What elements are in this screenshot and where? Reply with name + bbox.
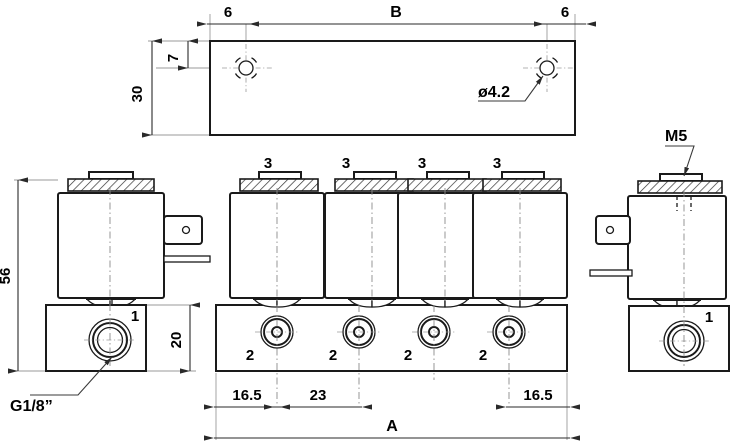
valve-knurl-band-2 xyxy=(334,178,414,192)
mounting-plate-outline xyxy=(209,40,576,136)
leader-thread-m5 xyxy=(665,145,695,177)
valve-port-label-3: 2 xyxy=(404,347,412,364)
mounting-hole-left xyxy=(234,57,258,79)
valve-cap-top-left xyxy=(88,171,134,180)
valve-cap-top-4 xyxy=(501,171,545,180)
left-view-group: 56 20 xyxy=(0,171,211,415)
valve-cap-top-3 xyxy=(426,171,470,180)
dim-label-overall-a: A xyxy=(386,418,398,435)
valve-assembly-1: 3 2 xyxy=(229,155,325,404)
connector-pin-hole-right xyxy=(605,225,615,235)
valve-knurl-band-1 xyxy=(239,178,319,192)
valve-coil-body-right xyxy=(627,195,727,300)
connector-tab-right xyxy=(589,269,633,277)
top-view-group: 6 B 6 30 7 xyxy=(129,4,596,138)
leader-hole-diameter xyxy=(478,75,544,102)
valve-knurl-band-4 xyxy=(482,178,562,192)
valve-top-label-1: 3 xyxy=(264,155,272,172)
valve-knurl-band-right xyxy=(637,180,723,194)
valve-assembly-3: 3 2 xyxy=(397,155,493,380)
callout-thread-g18: G1/8” xyxy=(10,398,53,415)
manifold-base-block xyxy=(215,304,568,372)
dim-label-height-30: 30 xyxy=(129,86,146,103)
center-view-group: 3 2 3 2 xyxy=(204,155,580,441)
connector-pin-hole-left xyxy=(181,225,191,235)
valve-cap-top-right xyxy=(659,173,703,182)
valve-top-label-3: 3 xyxy=(418,155,426,172)
dim-label-edge-left: 6 xyxy=(224,4,232,21)
dim-label-edge-right: 6 xyxy=(561,4,569,21)
dim-label-offset-7: 7 xyxy=(165,54,182,62)
valve-top-label-2: 3 xyxy=(342,155,350,172)
dim-label-last-offset: 16.5 xyxy=(523,387,552,404)
valve-cap-top-1 xyxy=(258,171,302,180)
port-label-1-right: 1 xyxy=(705,309,713,326)
dim-label-first-offset: 16.5 xyxy=(232,387,261,404)
callout-hole-diameter: ø4.2 xyxy=(478,84,510,101)
valve-port-label-1: 2 xyxy=(246,347,254,364)
valve-knurl-band-left xyxy=(67,178,155,192)
valve-assembly-2: 3 2 xyxy=(324,155,420,404)
valve-coil-body-left xyxy=(57,192,165,299)
valve-collar-3b xyxy=(444,297,471,308)
valve-knurl-band-3 xyxy=(407,178,487,192)
valve-collar-2b xyxy=(371,297,398,308)
valve-base-block-left xyxy=(45,304,147,372)
leader-thread-g18 xyxy=(30,356,113,396)
connector-tab-left xyxy=(163,255,211,263)
port-label-1-left: 1 xyxy=(131,308,139,325)
valve-cap-top-2 xyxy=(353,171,397,180)
dim-label-span-b: B xyxy=(390,4,402,21)
valve-assembly-4: 3 2 xyxy=(472,155,568,404)
callout-thread-m5: M5 xyxy=(665,128,687,145)
dim-label-height-56: 56 xyxy=(0,268,14,285)
dim-label-pitch: 23 xyxy=(310,387,327,404)
dim-label-base-20: 20 xyxy=(168,332,185,349)
valve-top-label-4: 3 xyxy=(493,155,501,172)
valve-port-label-4: 2 xyxy=(479,347,487,364)
valve-base-block-right xyxy=(628,305,730,372)
valve-collar-4b xyxy=(519,297,546,308)
right-view-group: 1 M5 xyxy=(589,128,730,372)
valve-port-label-2: 2 xyxy=(329,347,337,364)
